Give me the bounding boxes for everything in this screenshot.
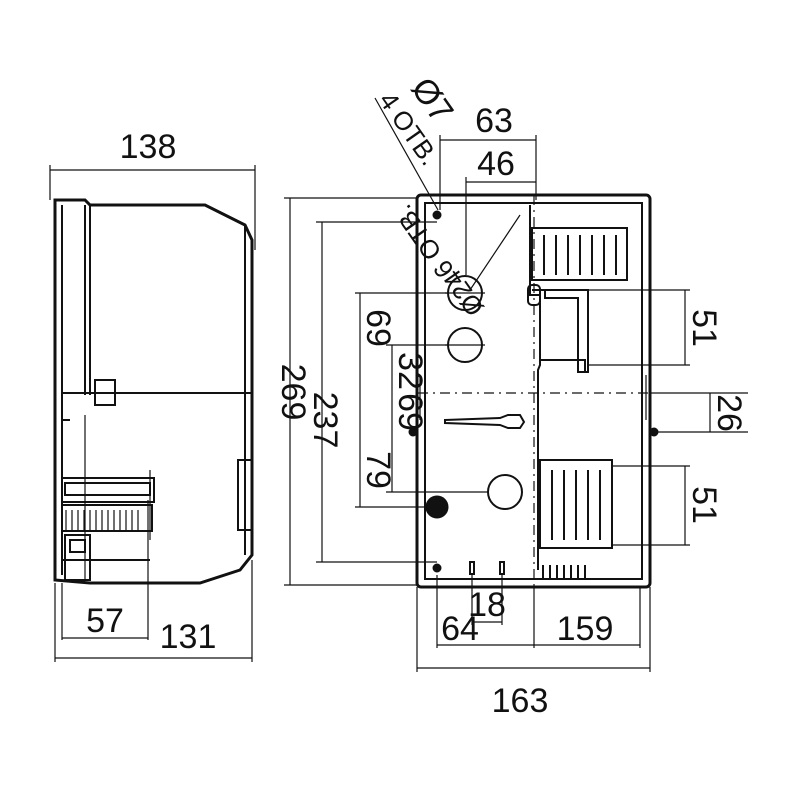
side-lug-right (649, 427, 659, 437)
front-view: 63 46 Ø7 4 ОТВ. 6 ОТВ. Ø24 269 237 69 32 (274, 71, 748, 720)
dim-79: 79 (359, 451, 397, 489)
dim-57: 57 (86, 602, 124, 640)
dim-32: 32 (391, 352, 429, 390)
mount-hole-bottom-left (432, 563, 442, 573)
dim-163: 163 (492, 682, 549, 720)
dim-69-upper: 69 (359, 309, 397, 347)
dim-63: 63 (475, 102, 513, 140)
dim-18: 18 (468, 586, 506, 624)
dim-64: 64 (441, 610, 479, 648)
dim-159: 159 (557, 610, 614, 648)
cable-hole-3 (487, 474, 523, 510)
dim-46: 46 (477, 145, 515, 183)
terminal-block-ribs (65, 510, 139, 530)
dim-138: 138 (120, 128, 177, 166)
dim-51-top: 51 (685, 309, 723, 347)
dim-237: 237 (306, 392, 344, 449)
mount-hole-mid-left (425, 495, 449, 519)
dim-131: 131 (160, 618, 217, 656)
bottom-ribs (542, 565, 586, 580)
vent-slots-bottom (551, 470, 601, 540)
side-view: 138 (49, 128, 256, 662)
dim-51-bottom: 51 (685, 486, 723, 524)
vent-slots-top (543, 235, 617, 275)
mount-hole-top-left (432, 210, 442, 220)
dim-69-lower: 69 (391, 393, 429, 431)
dim-269: 269 (274, 364, 312, 421)
dim-26: 26 (710, 394, 748, 432)
side-lug-left (408, 427, 418, 437)
